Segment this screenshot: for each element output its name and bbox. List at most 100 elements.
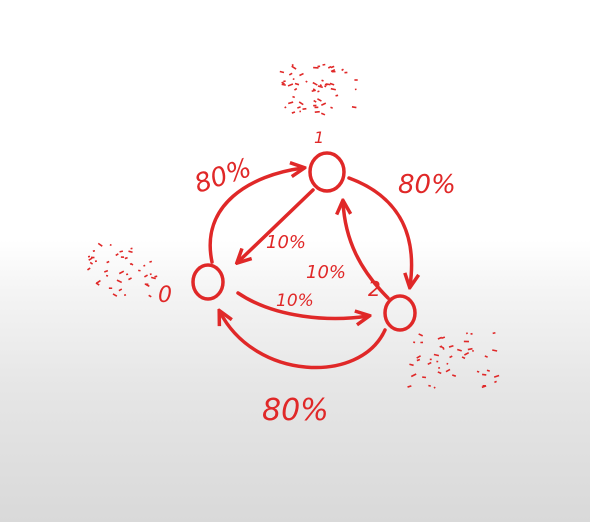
particle-dot [470,332,473,335]
particle-dot [321,102,327,106]
particle-dot [90,256,95,259]
particle-dot [283,80,286,83]
particle-cloud-top [279,63,358,116]
particle-dot [124,294,127,296]
particle-dot [281,83,286,86]
particle-dot [428,384,432,387]
particle-dot [149,260,153,263]
particle-dot [493,374,500,378]
particle-dot [154,275,158,278]
particle-dot [118,288,123,292]
particle-dot [297,106,301,109]
particle-dot [317,85,324,89]
particle-dot [115,253,119,257]
particle-dot [284,106,287,109]
particle-dot [291,63,294,67]
state-circle-2 [383,294,417,332]
particle-dot [92,249,96,252]
particle-dot [294,87,298,91]
particle-dot [437,336,443,340]
particle-dot [494,380,497,384]
particle-dot [322,63,326,66]
particle-dot [311,89,316,93]
particle-dot [410,373,417,378]
particle-dot [407,385,412,388]
particle-dot [145,283,150,288]
particle-dot [94,260,97,263]
edge-label-2-to-1: 10% [306,262,346,283]
particle-dot [104,269,109,273]
edge-label-0-to-1: 80% [191,153,255,199]
particle-dot [130,247,133,250]
particle-dot [87,267,91,271]
particle-dot [317,90,320,93]
particle-cloud-left [87,242,158,298]
state-node-2: 2 [368,277,417,332]
state-node-1: 1 [308,128,346,193]
particle-dot [87,255,91,258]
particle-dot [143,264,146,267]
particle-dot [437,371,442,375]
particle-dot [128,277,132,281]
particle-dot [418,333,424,337]
particle-dot [351,106,357,109]
particle-dot [299,72,304,77]
particle-dot [463,340,469,343]
particle-dot [416,355,421,359]
edge-2-to-0 [220,312,387,370]
particle-dot [149,273,152,276]
state-label-2: 2 [368,277,381,301]
particle-dot [439,345,443,348]
particle-dot [148,294,152,298]
particle-dot [312,81,317,86]
particle-dot [89,261,94,265]
particle-dot [314,110,320,113]
particle-dot [281,81,285,85]
state-label-1: 1 [314,128,324,147]
particle-dot [427,361,432,366]
state-label-0: 0 [158,283,172,308]
particle-dot [138,269,141,272]
particle-dot [472,350,474,352]
particle-dot [317,65,321,68]
edge-2-to-1 [343,202,390,300]
particle-dot [438,367,441,369]
particle-dot [305,80,308,83]
particle-dot [288,72,293,76]
particle-dot [130,262,134,266]
particle-dot [325,83,331,86]
edge-1-to-2 [347,176,412,286]
particle-dot [330,106,334,109]
particle-dot [486,369,490,372]
state-circle-0 [191,263,225,301]
particle-dot [118,270,125,275]
particle-dot [319,84,323,87]
particle-dot [291,111,296,114]
edge-label-1-to-2: 80% [398,170,456,200]
particle-dot [416,358,421,362]
particle-dot [467,347,473,351]
particle-dot [292,95,295,99]
particle-dot [413,341,416,344]
particle-dot [143,274,148,278]
particle-dot [330,87,336,91]
particle-dot [116,279,123,284]
particle-dot [436,360,439,363]
particle-dot [492,349,498,352]
particle-dot [299,110,302,113]
particle-dot [464,351,470,356]
edge-label-2-to-0: 80% [262,393,329,428]
particle-dot [327,65,332,69]
particle-dot [341,68,344,72]
particle-dot [446,362,449,365]
particle-dot [330,69,336,73]
particle-dot [315,83,318,86]
particle-dot [124,256,128,260]
particle-dot [329,82,335,86]
particle-dot [313,104,317,107]
particle-dot [492,331,496,335]
particle-dot [433,386,436,389]
particle-dot [288,101,294,105]
